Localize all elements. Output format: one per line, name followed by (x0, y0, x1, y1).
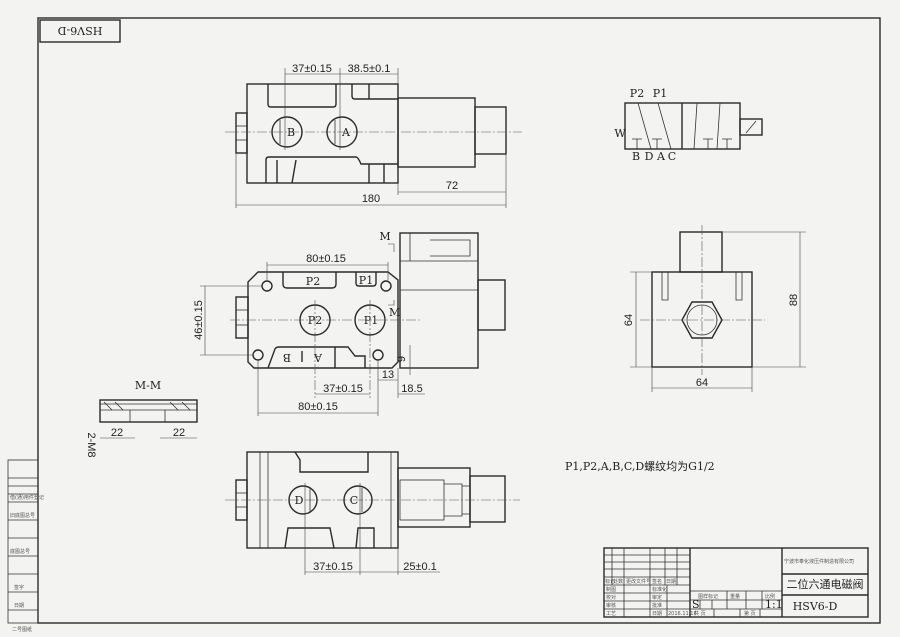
margin-label: 日期 (14, 603, 24, 609)
margin-label: 签字 (14, 584, 24, 591)
role-label: 批准 (652, 602, 662, 609)
section-mark-label: M (379, 230, 390, 243)
dim-label: 22 (173, 427, 185, 439)
section-m-m: M-M 22 22 2-M8 (85, 379, 198, 458)
role-label: 审核 (606, 602, 616, 609)
side-view: 64 88 64 (623, 225, 806, 392)
port-label-p1: P1 (364, 314, 378, 327)
rev-header: 更改文件号 (626, 578, 651, 585)
scale-value: 1:1 (765, 598, 783, 611)
port-label-b: B (287, 126, 295, 139)
drawing-code-upside-down: HSV6-D (58, 24, 103, 37)
role-label: 制图 (606, 586, 616, 593)
bottom-view: D C 37±0.15 25±0.1 (225, 451, 520, 575)
dim-label: 37±0.15 (323, 383, 363, 395)
thread-note: P1,P2,A,B,C,D螺纹均为G1/2 (565, 459, 715, 473)
slot-label-b: B (283, 351, 291, 364)
dim-label: 25±0.1 (403, 561, 437, 573)
dim-label: 18.5 (401, 383, 422, 395)
company-name: 宁波市奉化液压件制造有限公司 (784, 558, 854, 565)
margin-table: 借(通)用件登记 旧底图总号 底图总号 签字 日期 (7, 459, 44, 624)
drawing-frame (37, 17, 881, 624)
dim-label: 88 (788, 294, 800, 306)
thread-label: 2-M8 (85, 432, 97, 457)
spring-label: W (614, 127, 626, 140)
margin-label: 借(通)用件登记 (10, 494, 44, 501)
margin-label: 旧底图总号 (10, 512, 35, 519)
port-label-d: D (295, 494, 304, 507)
dim-label: 13 (382, 369, 394, 381)
symbol-port-label: B (632, 150, 640, 163)
slot-label-a: A (313, 351, 323, 364)
mark-value: S (692, 598, 700, 611)
drawing-code-box: HSV6-D (39, 19, 121, 43)
role-label: 审定 (652, 594, 662, 601)
dim-label: 180 (362, 193, 380, 205)
date-value: 2016.11.16 (668, 611, 697, 617)
symbol-label-p2: P2 (630, 87, 644, 100)
product-code: HSV6-D (793, 600, 838, 613)
sheet-number: 第 页 (744, 610, 756, 617)
dim-label: 37±0.15 (313, 561, 353, 573)
slot-label-p1: P1 (359, 274, 373, 287)
dim-label: 22 (111, 427, 123, 439)
mark-header: 比例 (765, 593, 775, 600)
dim-label: 80±0.15 (298, 401, 338, 413)
rev-header: 标记 (605, 578, 615, 585)
dim-label: 64 (696, 377, 708, 389)
valve-symbol: W P2 P1 B D A C (614, 87, 763, 163)
dim-label: 38.5±0.1 (348, 63, 391, 75)
mark-header: 重量 (730, 593, 740, 600)
port-label-a: A (341, 126, 351, 139)
symbol-port-label: D (645, 150, 654, 163)
slot-label-p2: P2 (306, 275, 320, 288)
mark-header: 图样标记 (698, 593, 718, 600)
rev-header: 日期 (666, 579, 676, 585)
port-label-c: C (350, 494, 358, 507)
margin-label: 底图总号 (10, 548, 30, 555)
dim-label: 9 (396, 356, 408, 362)
section-mark-label: M (389, 306, 400, 319)
top-view: B A 37±0.15 38.5±0.1 72 180 (225, 63, 522, 208)
role-label: 日期 (652, 611, 662, 617)
symbol-label-p1: P1 (653, 87, 667, 100)
dim-label: 80±0.15 (306, 253, 346, 265)
symbol-port-label: A (656, 150, 666, 163)
product-name: 二位六通电磁阀 (787, 577, 864, 591)
rev-header: 处数 (613, 578, 623, 585)
section-title: M-M (135, 379, 161, 392)
symbol-port-label: C (668, 150, 676, 163)
role-label: 校对 (606, 594, 616, 601)
sheet-size-note: 二号图纸 (12, 626, 32, 633)
sheet-total: 共 页 (694, 610, 706, 617)
rev-header: 签名 (652, 578, 662, 585)
dim-label: 64 (623, 314, 635, 326)
title-block: 标记 处数 更改文件号 签名 日期 制图 校对 审核 工艺 标准化 审定 批准 … (603, 547, 869, 618)
role-label: 标准化 (652, 586, 667, 593)
dim-label: 37±0.15 (292, 63, 332, 75)
role-label: 工艺 (606, 611, 616, 617)
front-view: P2 P1 B A P2 P1 M M 80±0.15 46±0.15 37±0… (193, 230, 506, 416)
dim-label: 72 (446, 180, 458, 192)
dim-label: 46±0.15 (193, 300, 205, 340)
